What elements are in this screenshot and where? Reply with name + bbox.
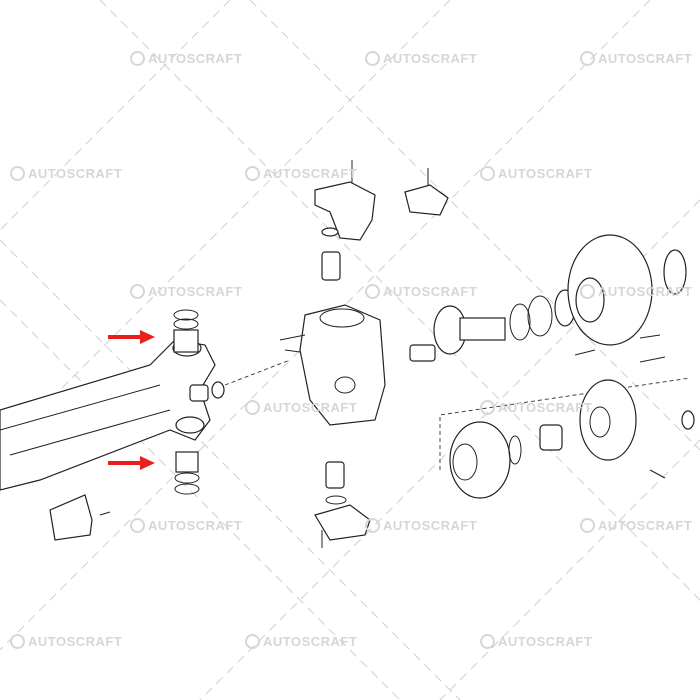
watermark: AUTOSCRAFT xyxy=(365,284,477,299)
watermark-logo-icon xyxy=(10,634,25,649)
watermark-text: AUTOSCRAFT xyxy=(598,518,693,533)
watermark-logo-icon xyxy=(245,634,260,649)
watermark-logo-icon xyxy=(365,518,380,533)
planetary-drum[interactable] xyxy=(449,421,522,499)
watermark-logo-icon xyxy=(580,518,595,533)
steering-knuckle[interactable] xyxy=(279,304,386,426)
watermark-text: AUTOSCRAFT xyxy=(498,634,593,649)
watermark-logo-icon xyxy=(245,400,260,415)
watermark-text: AUTOSCRAFT xyxy=(28,166,123,181)
watermark-text: AUTOSCRAFT xyxy=(148,284,243,299)
watermark-text: AUTOSCRAFT xyxy=(263,400,358,415)
watermark: AUTOSCRAFT xyxy=(580,518,692,533)
watermark-text: AUTOSCRAFT xyxy=(263,166,358,181)
watermark-logo-icon xyxy=(365,284,380,299)
watermark-logo-icon xyxy=(580,284,595,299)
steering-arm[interactable] xyxy=(314,160,376,281)
watermark-logo-icon xyxy=(130,284,145,299)
lower-steering-arm[interactable] xyxy=(314,461,371,548)
watermark: AUTOSCRAFT xyxy=(365,518,477,533)
planet-carrier[interactable] xyxy=(539,356,695,479)
hub-carrier[interactable] xyxy=(409,289,576,362)
upper-bushing-stack[interactable] xyxy=(173,309,199,353)
mounting-bracket[interactable] xyxy=(49,494,111,541)
watermark-logo-icon xyxy=(245,166,260,181)
red-arrow-upper-icon xyxy=(108,330,155,344)
top-cap[interactable] xyxy=(404,168,449,216)
watermark: AUTOSCRAFT xyxy=(10,634,122,649)
watermark: AUTOSCRAFT xyxy=(365,51,477,66)
watermark: AUTOSCRAFT xyxy=(130,51,242,66)
watermark-text: AUTOSCRAFT xyxy=(598,284,693,299)
watermark-text: AUTOSCRAFT xyxy=(383,51,478,66)
watermark-text: AUTOSCRAFT xyxy=(498,400,593,415)
watermark-logo-icon xyxy=(580,51,595,66)
watermark-logo-icon xyxy=(365,51,380,66)
watermark: AUTOSCRAFT xyxy=(10,166,122,181)
watermark-text: AUTOSCRAFT xyxy=(383,518,478,533)
watermark-logo-icon xyxy=(480,634,495,649)
watermark-text: AUTOSCRAFT xyxy=(498,166,593,181)
watermark-text: AUTOSCRAFT xyxy=(598,51,693,66)
watermark: AUTOSCRAFT xyxy=(580,284,692,299)
watermark: AUTOSCRAFT xyxy=(480,634,592,649)
watermark-text: AUTOSCRAFT xyxy=(148,51,243,66)
watermark: AUTOSCRAFT xyxy=(480,400,592,415)
watermark: AUTOSCRAFT xyxy=(130,284,242,299)
watermark: AUTOSCRAFT xyxy=(130,518,242,533)
watermark-logo-icon xyxy=(480,166,495,181)
watermark-logo-icon xyxy=(480,400,495,415)
watermark: AUTOSCRAFT xyxy=(480,166,592,181)
watermark-logo-icon xyxy=(10,166,25,181)
watermark-text: AUTOSCRAFT xyxy=(263,634,358,649)
watermark: AUTOSCRAFT xyxy=(245,166,357,181)
watermark: AUTOSCRAFT xyxy=(245,400,357,415)
watermark: AUTOSCRAFT xyxy=(580,51,692,66)
watermark-logo-icon xyxy=(130,518,145,533)
lower-bushing-stack[interactable] xyxy=(174,451,200,495)
wheel-hub[interactable] xyxy=(567,234,687,356)
watermark: AUTOSCRAFT xyxy=(245,634,357,649)
watermark-text: AUTOSCRAFT xyxy=(28,634,123,649)
watermark-text: AUTOSCRAFT xyxy=(383,284,478,299)
watermark-text: AUTOSCRAFT xyxy=(148,518,243,533)
watermark-logo-icon xyxy=(130,51,145,66)
red-arrow-lower-icon xyxy=(108,456,155,470)
